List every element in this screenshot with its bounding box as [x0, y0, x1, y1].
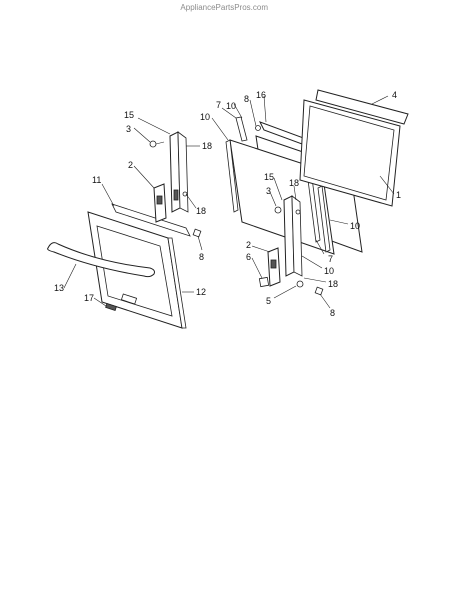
door-handle — [47, 242, 155, 278]
inner-door-liner — [299, 99, 401, 207]
callout-4: 4 — [392, 90, 397, 100]
hinge-bracket-right — [258, 276, 270, 288]
callout-3: 3 — [126, 124, 131, 134]
callout-18: 18 — [328, 279, 338, 289]
callout-17: 17 — [84, 293, 94, 303]
callout-1: 1 — [396, 190, 401, 200]
door-screw-right — [314, 286, 324, 296]
callout-7: 7 — [328, 254, 333, 264]
callout-11: 11 — [92, 175, 101, 185]
hinge-screw-right — [274, 206, 282, 214]
callout-3: 3 — [266, 186, 271, 196]
leader-lines — [63, 95, 395, 309]
hinge-left — [169, 131, 189, 213]
callout-10: 10 — [324, 266, 334, 276]
callout-10: 10 — [200, 112, 210, 122]
callout-13: 13 — [54, 283, 64, 293]
callout-15: 15 — [264, 172, 274, 182]
callout-10: 10 — [350, 221, 360, 231]
trim-screw — [255, 125, 261, 131]
door-screw-left — [192, 228, 202, 238]
callout-7: 7 — [216, 100, 221, 110]
callout-12: 12 — [196, 287, 206, 297]
callout-2: 2 — [246, 240, 251, 250]
watermark: AppliancePartsPros.com — [180, 3, 268, 12]
callout-6: 6 — [246, 252, 251, 262]
callout-8: 8 — [199, 252, 204, 262]
callout-8: 8 — [244, 94, 249, 104]
vent-badge — [120, 293, 138, 305]
callout-2: 2 — [128, 160, 133, 170]
callout-18: 18 — [196, 206, 206, 216]
callout-5: 5 — [266, 296, 271, 306]
door-top-channel — [315, 89, 409, 125]
hinge-right — [283, 195, 303, 277]
hinge-receiver-left — [153, 183, 167, 223]
callout-18: 18 — [202, 141, 212, 151]
hinge-pin-right — [295, 209, 301, 215]
callout-10: 10 — [226, 101, 236, 111]
hinge-receiver-right — [267, 247, 281, 287]
hinge-screw-left — [149, 140, 165, 148]
callout-8: 8 — [330, 308, 335, 318]
spacer-channel — [307, 177, 331, 253]
glass-pack-spacer — [225, 116, 248, 213]
callout-labels: 15 3 18 2 18 11 8 13 17 12 10 7 10 8 16 … — [54, 90, 401, 318]
callout-16: 16 — [256, 90, 266, 100]
door-clip — [105, 303, 117, 311]
hinge-pin-left — [182, 191, 188, 197]
callout-18: 18 — [289, 178, 299, 188]
hinge-washer-right — [296, 280, 304, 288]
callout-15: 15 — [124, 110, 134, 120]
